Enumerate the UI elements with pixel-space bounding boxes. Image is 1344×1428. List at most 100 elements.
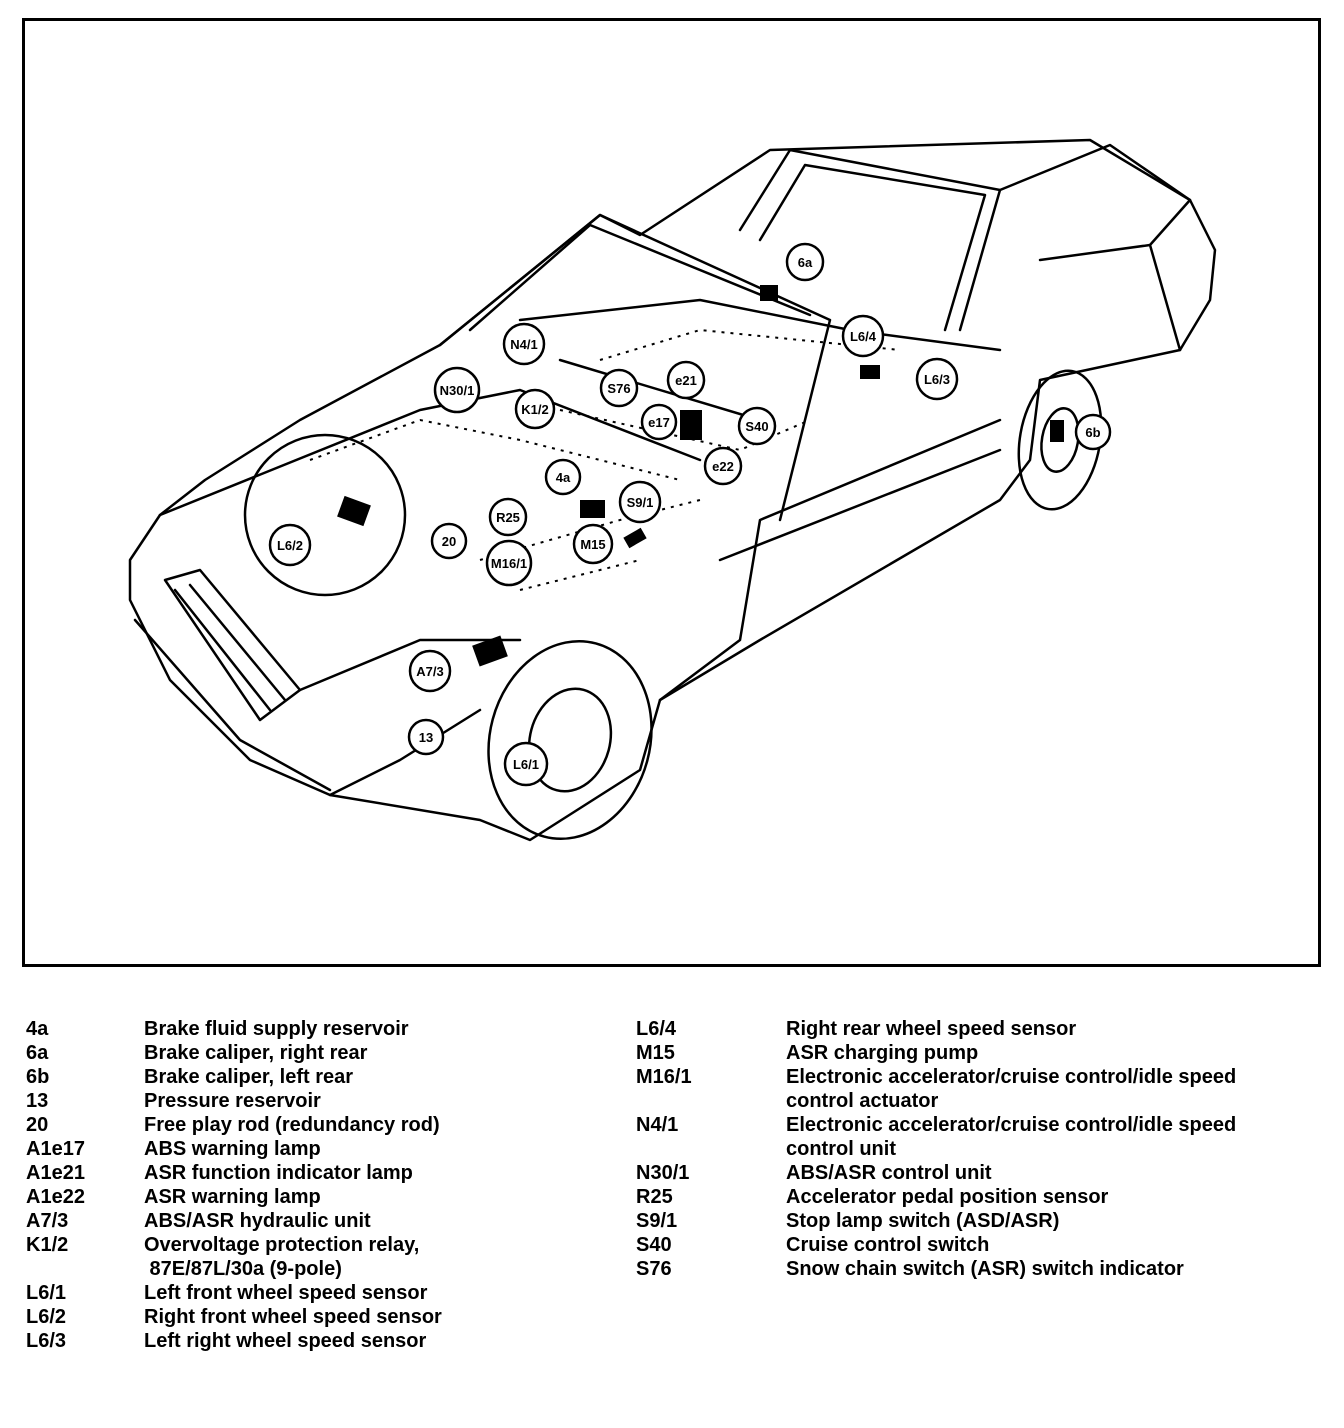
callout-circle-L6-4 [841, 314, 885, 358]
legend-row: N4/1 Electronic accelerator/cruise contro… [636, 1113, 1326, 1137]
callout-circle-L6-1 [503, 741, 549, 787]
callout-label-L6-1: L6/1 [513, 757, 539, 772]
callout-label-e17: e17 [648, 415, 670, 430]
legend-code: 20 [26, 1114, 49, 1136]
legend-description: Electronic accelerator/cruise control/id… [786, 1114, 1237, 1136]
legend-description: ASR charging pump [786, 1042, 979, 1064]
legend-row-continuation: 87E/87L/30a (9-pole) [26, 1257, 586, 1281]
legend-code: S40 [636, 1234, 672, 1256]
diagram-frame [22, 18, 1321, 967]
legend-description-continuation: 87E/87L/30a (9-pole) [144, 1258, 342, 1280]
legend-row: L6/1 Left front wheel speed sensor [26, 1281, 586, 1305]
callout-circle-S40 [737, 406, 777, 446]
callout-circle-S9-1 [618, 480, 662, 524]
legend-row: L6/4 Right rear wheel speed sensor [636, 1017, 1326, 1041]
legend-row: N30/1 ABS/ASR control unit [636, 1161, 1326, 1185]
legend-row: A7/3 ABS/ASR hydraulic unit [26, 1209, 586, 1233]
callout-label-e21: e21 [675, 373, 697, 388]
callout-circle-13 [407, 718, 445, 756]
legend-description: Snow chain switch (ASR) switch indicator [786, 1258, 1184, 1280]
callout-circle-R25 [488, 497, 528, 537]
callout-circle-6a [785, 242, 825, 282]
legend-code: N4/1 [636, 1114, 679, 1136]
legend-row: 6b Brake caliper, left rear [26, 1065, 586, 1089]
legend-code: N30/1 [636, 1162, 690, 1184]
legend-row: 4a Brake fluid supply reservoir [26, 1017, 586, 1041]
callout-label-S76: S76 [607, 381, 630, 396]
callout-circle-S76 [599, 368, 639, 408]
legend-row: R25 Accelerator pedal position sensor [636, 1185, 1326, 1209]
callout-label-L6-4: L6/4 [850, 329, 877, 344]
callout-circle-K1-2 [514, 388, 556, 430]
legend-code: 4a [26, 1018, 49, 1040]
callout-circle-20 [430, 522, 468, 560]
legend-description: Electronic accelerator/cruise control/id… [786, 1066, 1237, 1088]
legend-code: 6b [26, 1066, 50, 1088]
legend-row: S76 Snow chain switch (ASR) switch indica… [636, 1257, 1326, 1281]
legend-description: Overvoltage protection relay, [144, 1234, 420, 1256]
legend-description: Right rear wheel speed sensor [786, 1018, 1077, 1040]
callout-label-S9-1: S9/1 [627, 495, 654, 510]
callout-circle-L6-3 [915, 357, 959, 401]
legend-description: Brake caliper, right rear [144, 1042, 368, 1064]
legend-code: L6/4 [636, 1018, 677, 1040]
callout-circle-N4-1 [502, 322, 546, 366]
grille [163, 568, 302, 722]
legend-description: Left front wheel speed sensor [144, 1282, 428, 1304]
callout-label-6b: 6b [1085, 425, 1100, 440]
callout-circle-M15 [572, 523, 614, 565]
legend-code: A7/3 [26, 1210, 69, 1232]
legend-code: R25 [636, 1186, 673, 1208]
callout-circle-L6-2 [268, 523, 312, 567]
legend-description-continuation: control unit [786, 1138, 896, 1160]
legend-description: ASR function indicator lamp [144, 1162, 413, 1184]
callout-label-20: 20 [442, 534, 456, 549]
callout-circle-N30-1 [433, 366, 481, 414]
callout-circle-e17 [640, 403, 678, 441]
legend-code: S76 [636, 1258, 672, 1280]
legend-code: L6/2 [26, 1306, 67, 1328]
legend-row: 13 Pressure reservoir [26, 1089, 586, 1113]
callout-label-e22: e22 [712, 459, 734, 474]
legend-description: Stop lamp switch (ASD/ASR) [786, 1210, 1060, 1232]
legend-description: ABS/ASR control unit [786, 1162, 992, 1184]
legend-code: M15 [636, 1042, 675, 1064]
legend-code: 13 [26, 1090, 49, 1112]
legend-description: Right front wheel speed sensor [144, 1306, 442, 1328]
legend-description: ABS/ASR hydraulic unit [144, 1210, 371, 1232]
legend-description: Pressure reservoir [144, 1090, 321, 1112]
legend-code: S9/1 [636, 1210, 678, 1232]
legend-row: M15 ASR charging pump [636, 1041, 1326, 1065]
callout-label-R25: R25 [496, 510, 520, 525]
legend-description: Brake caliper, left rear [144, 1066, 354, 1088]
wiring-harness [309, 418, 681, 481]
roll-bar [738, 148, 1002, 332]
windshield-frame [438, 213, 832, 522]
legend-row-continuation: control actuator [636, 1089, 1326, 1113]
callout-label-K1-2: K1/2 [521, 402, 548, 417]
legend-code: K1/2 [26, 1234, 69, 1256]
callout-circle-A7-3 [408, 649, 452, 693]
legend-description: Brake fluid supply reservoir [144, 1018, 409, 1040]
callout-label-L6-2: L6/2 [277, 538, 303, 553]
callout-circle-e22 [703, 446, 743, 486]
legend-description: Accelerator pedal position sensor [786, 1186, 1109, 1208]
right-front-wheel-housing [243, 433, 407, 597]
legend-row: L6/2 Right front wheel speed sensor [26, 1305, 586, 1329]
callout-label-N4-1: N4/1 [510, 337, 537, 352]
legend-code: A1e21 [26, 1162, 85, 1184]
car-body-outline [128, 138, 1217, 842]
legend-description: ASR warning lamp [144, 1186, 321, 1208]
legend-description: ABS warning lamp [144, 1138, 321, 1160]
legend-code: L6/1 [26, 1282, 67, 1304]
callout-label-13: 13 [419, 730, 433, 745]
callout-label-6a: 6a [798, 255, 813, 270]
